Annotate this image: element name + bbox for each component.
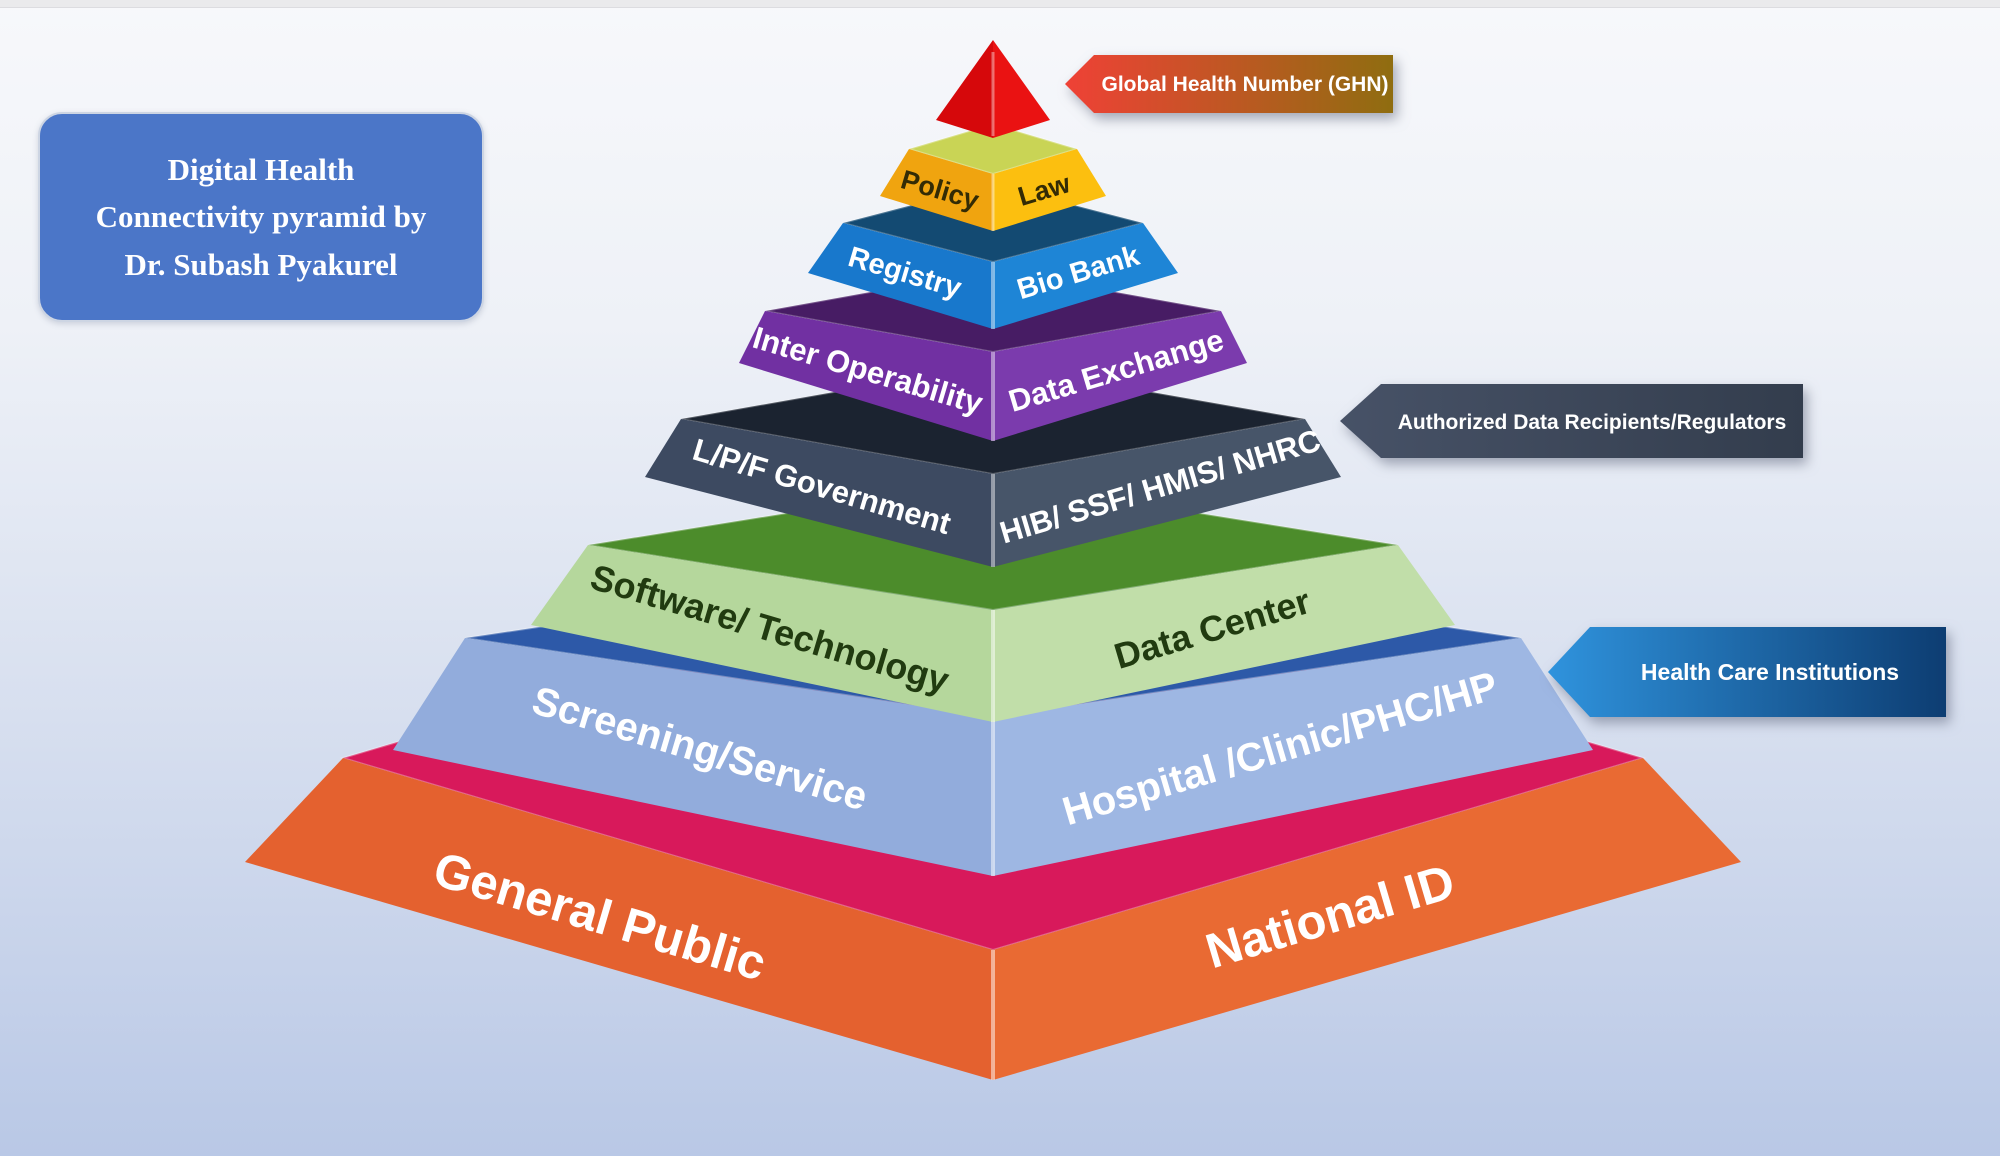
layer-government-front-ridge bbox=[991, 474, 995, 567]
layer-interoperability-right-face bbox=[993, 311, 1247, 441]
layer-apex-left-face bbox=[936, 40, 993, 138]
layer-screening-right-face bbox=[993, 638, 1593, 876]
layer-software-left-face bbox=[531, 545, 993, 722]
slide-top-edge bbox=[0, 0, 2000, 8]
layer-software-front-ridge bbox=[991, 610, 995, 722]
callout-healthcare-label: Health Care Institutions bbox=[1641, 659, 1899, 685]
callout-ghn-banner bbox=[1065, 55, 1393, 113]
layer-policy-left-face bbox=[880, 149, 993, 231]
layer-public-left-face bbox=[245, 758, 993, 1080]
layer-registry-front-ridge bbox=[991, 262, 995, 329]
layer-public-right-face bbox=[993, 758, 1741, 1080]
callout-authorized-label: Authorized Data Recipients/Regulators bbox=[1398, 411, 1787, 434]
layer-interoperability-front-ridge bbox=[991, 352, 995, 441]
title-box: Digital Health Connectivity pyramid by D… bbox=[38, 112, 484, 322]
layer-registry-left-face bbox=[808, 223, 993, 329]
layer-apex-right-face bbox=[993, 40, 1050, 138]
layer-screening-left-face bbox=[393, 638, 993, 876]
layer-policy-front-ridge bbox=[991, 174, 995, 231]
title-line-3: Dr. Subash Pyakurel bbox=[124, 246, 398, 282]
layer-interoperability-left-face bbox=[739, 311, 993, 441]
layer-screening-front-ridge bbox=[991, 717, 995, 876]
layer-apex bbox=[936, 40, 1050, 138]
title-line-1: Digital Health bbox=[167, 152, 355, 188]
callout-authorized-banner bbox=[1340, 384, 1803, 458]
callout-healthcare-banner bbox=[1548, 627, 1946, 717]
title-line-2: Connectivity pyramid by bbox=[95, 199, 427, 235]
layer-policy-right-face bbox=[993, 149, 1106, 231]
layer-registry-right-face bbox=[993, 223, 1178, 329]
layer-apex-front-ridge bbox=[991, 52, 995, 136]
callout-healthcare-institutions: Health Care Institutions bbox=[1548, 627, 1946, 717]
callout-ghn: Global Health Number (GHN) bbox=[1065, 55, 1393, 113]
callout-ghn-label: Global Health Number (GHN) bbox=[1101, 73, 1388, 96]
layer-government-left-face bbox=[645, 419, 993, 567]
callout-authorized-recipients: Authorized Data Recipients/Regulators bbox=[1340, 384, 1803, 458]
layer-government-right-face bbox=[993, 419, 1341, 567]
layer-public-front-ridge bbox=[991, 950, 995, 1080]
layer-policy-law: Policy Law bbox=[880, 122, 1106, 231]
layer-software-right-face bbox=[993, 545, 1455, 722]
